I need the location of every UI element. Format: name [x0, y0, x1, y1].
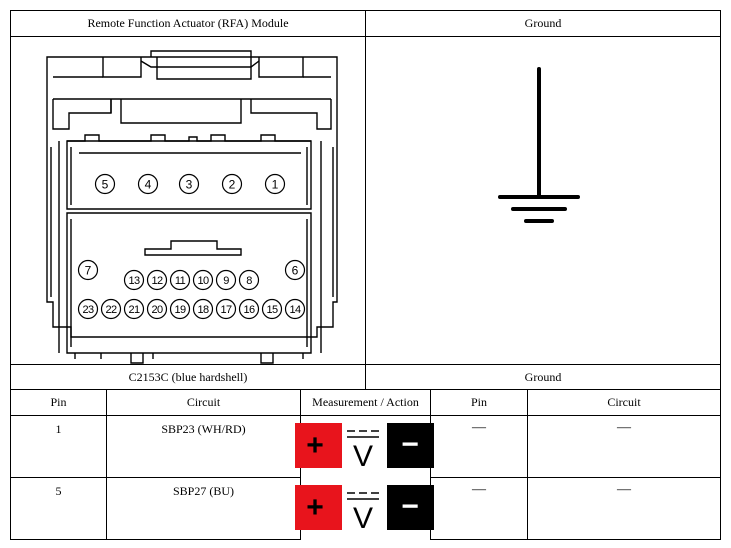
ground-label: Ground: [524, 369, 562, 384]
pin-label: 5: [102, 178, 109, 192]
minus-symbol: −: [401, 490, 419, 523]
pin-value: 5: [55, 484, 62, 498]
pin-label: 8: [246, 275, 252, 287]
bottom-pin-row: 23 22 21 20 19 18 17 16 15 14: [77, 298, 306, 320]
pin-label: 16: [243, 304, 255, 316]
table-row-2-pin: 5: [10, 477, 107, 540]
voltmeter-icon: + V −: [295, 423, 434, 468]
circuit-value: SBP27 (BU): [172, 484, 234, 498]
ground-icon: [498, 67, 580, 223]
voltmeter-icon: + V −: [295, 485, 434, 530]
pin-label: 9: [223, 275, 229, 287]
ground-title: Ground: [524, 16, 562, 30]
ground-label-cell: Ground: [365, 364, 721, 390]
pin-label: 1: [272, 178, 279, 192]
volt-unit: V: [353, 440, 373, 468]
ground-circuit-value: —: [617, 420, 631, 435]
column-header-ground-circuit: Circuit: [527, 389, 721, 416]
table-row-1-ground-pin: —: [430, 415, 528, 478]
pin-label: 7: [85, 264, 92, 278]
pin-label: 12: [151, 275, 163, 287]
module-title: Remote Function Actuator (RFA) Module: [87, 16, 289, 30]
ground-circuit-value: —: [617, 482, 631, 497]
middle-pin-row: 13 12 11 10 9 8: [123, 269, 260, 291]
table-row-1-circuit: SBP23 (WH/RD): [106, 415, 301, 478]
pin-label: 20: [151, 304, 163, 316]
pin-value: 1: [55, 422, 62, 436]
volt-unit: V: [353, 502, 373, 530]
pin-label: 15: [266, 304, 278, 316]
table-row-2-measurement: + V −: [295, 477, 434, 540]
plus-symbol: +: [306, 491, 324, 524]
column-header-circuit: Circuit: [106, 389, 301, 416]
negative-lead-icon: [387, 485, 434, 530]
column-header-measurement: Measurement / Action: [300, 389, 431, 416]
ground-pin-value: —: [472, 482, 486, 497]
column-header-ground-pin: Pin: [430, 389, 528, 416]
pin-label: 18: [197, 304, 209, 316]
plus-symbol: +: [306, 429, 324, 462]
pin-label: 13: [128, 275, 140, 287]
header-label: Circuit: [607, 395, 641, 409]
pin-label: 14: [289, 304, 301, 316]
ground-title-cell: Ground: [365, 10, 721, 37]
top-pin-row: 5 4 3 2 1: [94, 173, 286, 195]
table-row-1-measurement: + V −: [295, 415, 434, 478]
pin-label: 17: [220, 304, 232, 316]
circuit-value: SBP23 (WH/RD): [161, 422, 246, 436]
table-row-2-circuit: SBP27 (BU): [106, 477, 301, 540]
positive-lead-icon: [295, 423, 342, 468]
pinout-table: Remote Function Actuator (RFA) Module Gr…: [10, 10, 721, 540]
pin-label: 4: [145, 178, 152, 192]
table-row-1-ground-circuit: —: [527, 415, 721, 478]
header-label: Circuit: [186, 395, 221, 409]
negative-lead-icon: [387, 423, 434, 468]
minus-symbol: −: [401, 428, 419, 461]
connector-diagram-cell: 5 4 3 2 1 7 6 13 12: [10, 36, 366, 365]
header-label: Pin: [50, 395, 67, 409]
ground-pin-value: —: [472, 420, 486, 435]
pin-label: 23: [82, 304, 94, 316]
connector-diagram: 5 4 3 2 1 7 6 13 12: [46, 50, 338, 364]
pin-label: 19: [174, 304, 186, 316]
pin-label: 11: [175, 275, 186, 287]
pin-label: 21: [128, 304, 140, 316]
connector-name: C2153C (blue hardshell): [128, 369, 248, 384]
column-header-pin: Pin: [10, 389, 107, 416]
pin-label: 2: [229, 178, 236, 192]
pin-label: 3: [186, 178, 193, 192]
pin-label: 10: [197, 275, 209, 287]
table-row-1-pin: 1: [10, 415, 107, 478]
table-row-2-ground-circuit: —: [527, 477, 721, 540]
module-title-cell: Remote Function Actuator (RFA) Module: [10, 10, 366, 37]
table-row-2-ground-pin: —: [430, 477, 528, 540]
ground-symbol-cell: [365, 36, 721, 365]
header-label: Pin: [470, 395, 487, 409]
positive-lead-icon: [295, 485, 342, 530]
pin-label: 6: [292, 264, 299, 278]
connector-name-cell: C2153C (blue hardshell): [10, 364, 366, 390]
header-label: Measurement / Action: [312, 395, 419, 409]
pin-label: 22: [105, 304, 117, 316]
